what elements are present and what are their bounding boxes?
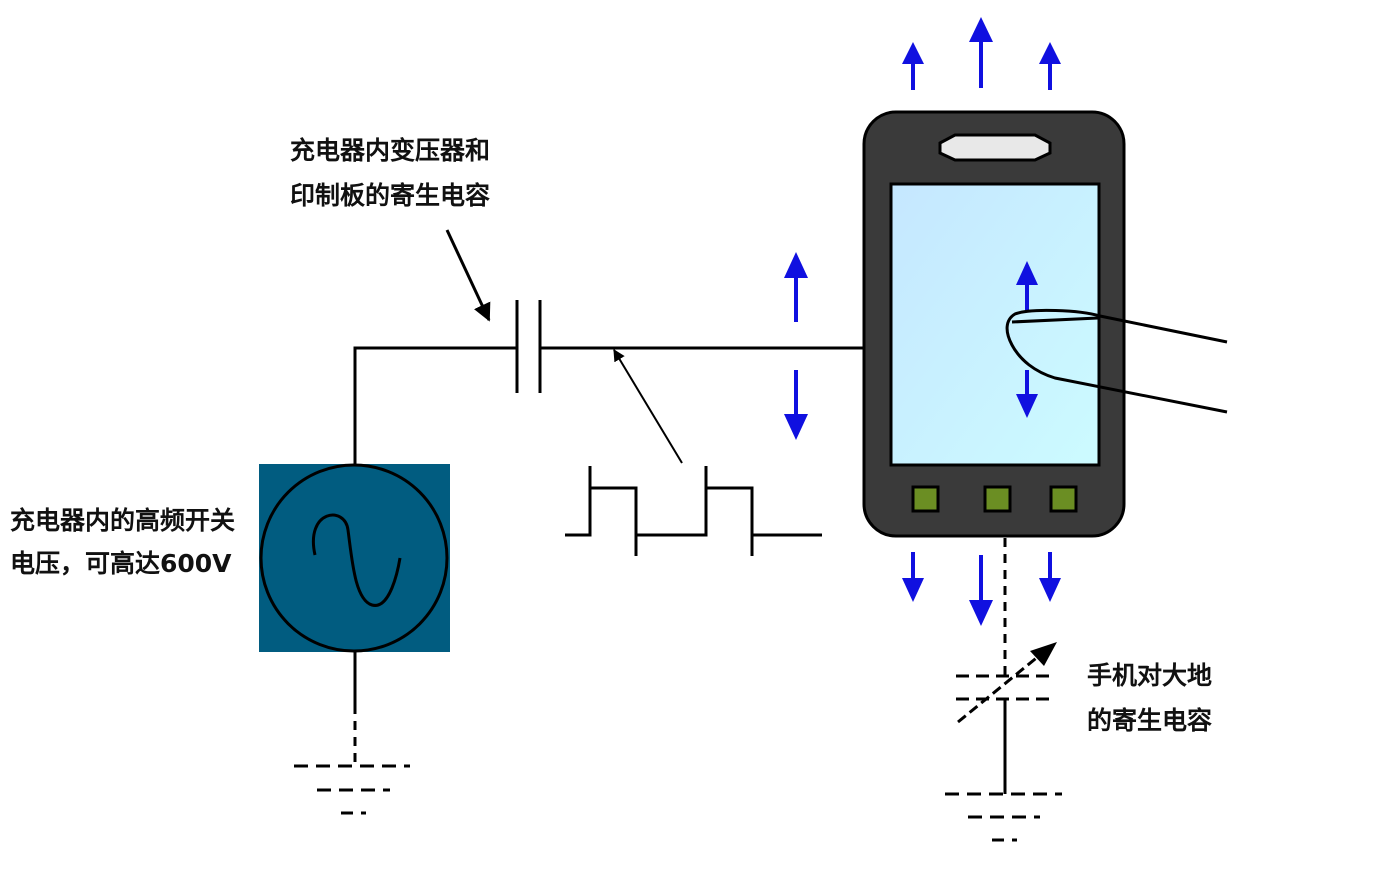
smartphone-icon bbox=[862, 110, 1126, 538]
phone-ground-capacitance-line-2: 的寄生电容 bbox=[1087, 706, 1213, 735]
vertical-vibration-arrows bbox=[784, 252, 808, 440]
transformer-capacitance-line-1: 充电器内变压器和 bbox=[290, 136, 491, 165]
phone-ground-capacitance-line-1: 手机对大地 bbox=[1087, 661, 1213, 690]
capacitor-pointer-arrow bbox=[445, 229, 491, 322]
waveform-pointer-arrow bbox=[613, 348, 683, 464]
phone-button-left bbox=[911, 485, 940, 513]
phone-screen bbox=[889, 182, 1101, 467]
phone-button-right bbox=[1049, 485, 1078, 513]
ac-voltage-source-icon bbox=[259, 463, 450, 653]
phone-ground-capacitance-label: 手机对大地 的寄生电容 bbox=[1087, 663, 1212, 733]
transformer-capacitance-label: 充电器内变压器和 印制板的寄生电容 bbox=[290, 138, 490, 208]
phone-speaker bbox=[938, 133, 1052, 162]
square-wave-icon bbox=[565, 466, 822, 556]
transformer-capacitance-line-2: 印制板的寄生电容 bbox=[290, 181, 491, 210]
switch-voltage-line-2: 电压，可高达600V bbox=[10, 549, 232, 578]
downward-arrows bbox=[902, 552, 1061, 626]
ground-symbol-icon bbox=[294, 764, 410, 815]
phone-button-middle bbox=[983, 485, 1012, 513]
switch-voltage-label: 充电器内的高频开关 电压，可高达600V bbox=[10, 508, 235, 576]
upward-arrows bbox=[902, 17, 1061, 90]
ground-symbol-right-icon bbox=[945, 792, 1062, 842]
capacitor-icon bbox=[515, 300, 542, 393]
switch-voltage-line-1: 充电器内的高频开关 bbox=[10, 506, 236, 535]
wire-source-to-capacitor bbox=[353, 346, 517, 465]
screen-arrows bbox=[1016, 261, 1038, 418]
finger-icon bbox=[1005, 308, 1228, 414]
